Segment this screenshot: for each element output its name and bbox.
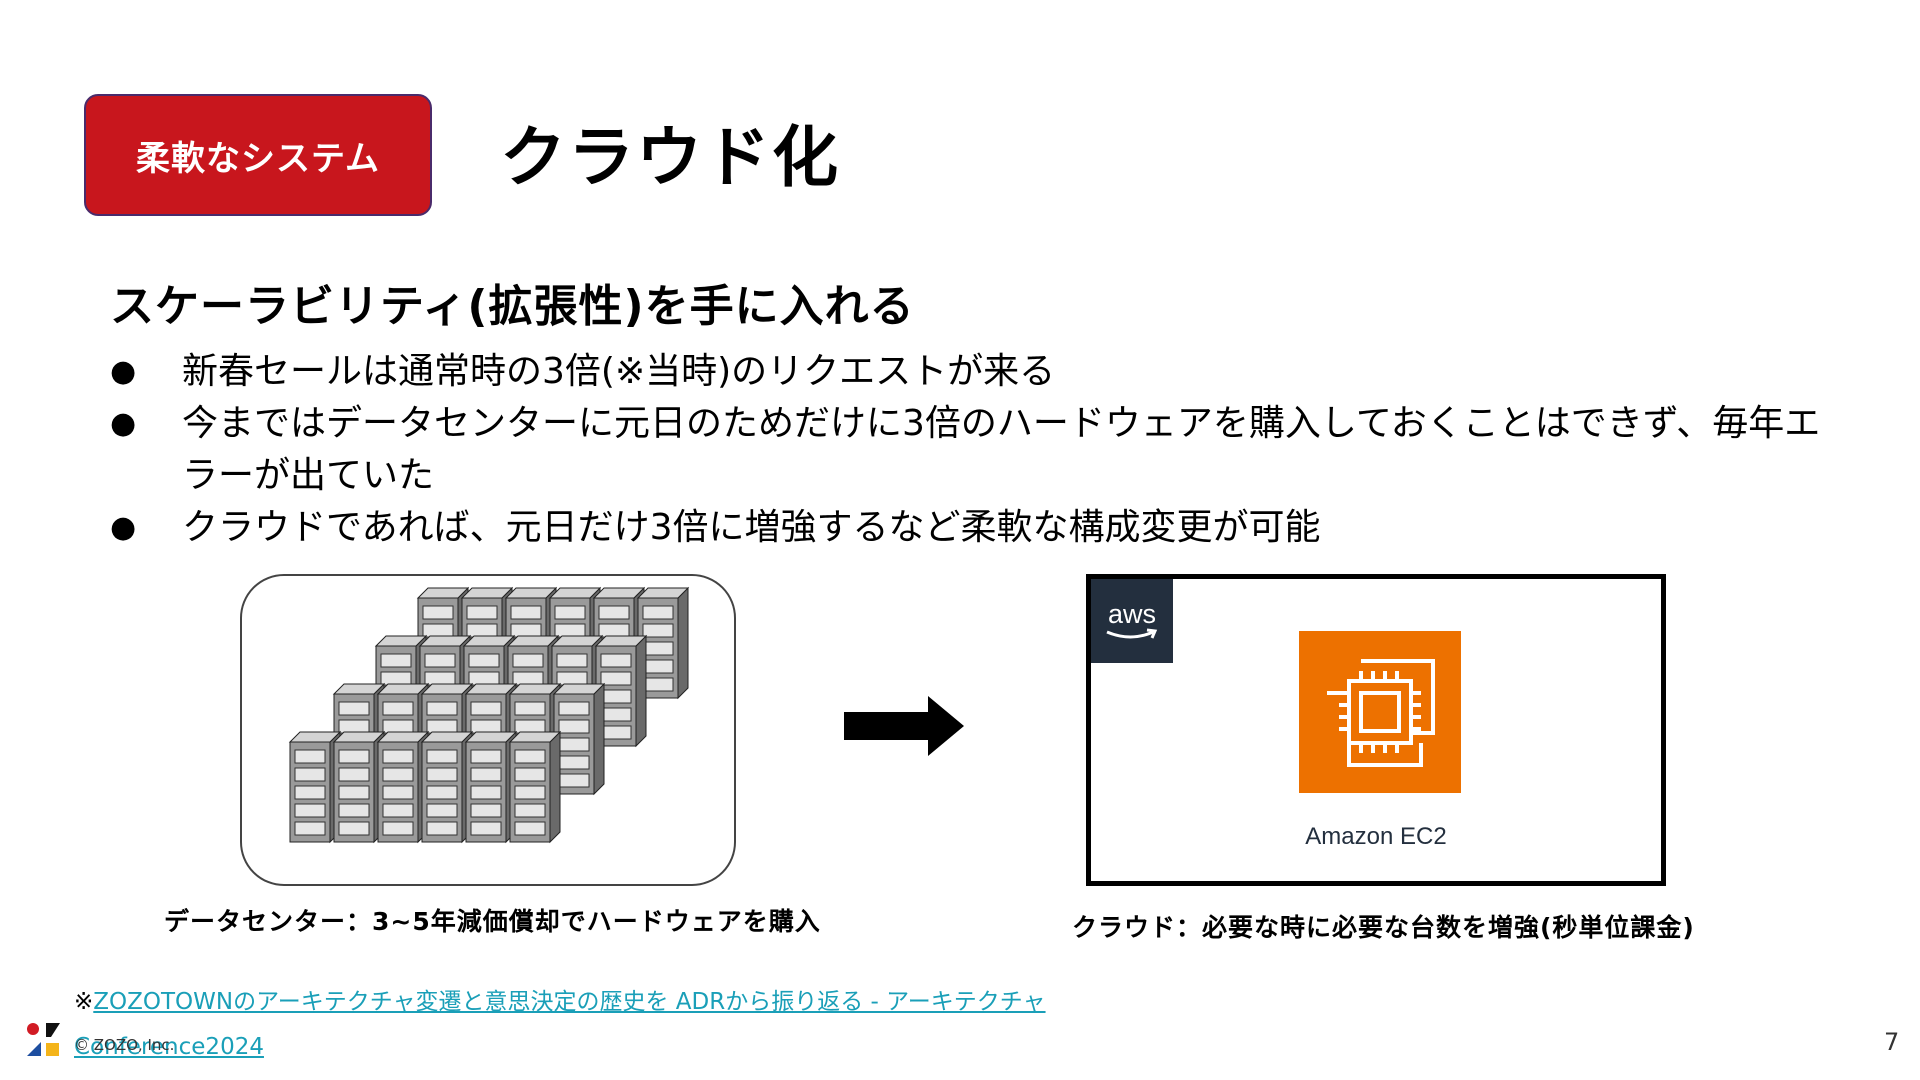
section-badge-label: 柔軟なシステム bbox=[136, 138, 380, 179]
bullet-text: クラウドであれば、元日だけ3倍に増強するなど柔軟な構成変更が可能 bbox=[182, 507, 1321, 548]
footnote-prefix: ※ bbox=[74, 989, 94, 1015]
aws-smile-icon bbox=[1106, 628, 1158, 639]
ec2-chip-icon bbox=[1299, 631, 1461, 793]
bullet-item: ● クラウドであれば、元日だけ3倍に増強するなど柔軟な構成変更が可能 bbox=[110, 502, 1830, 554]
section-badge: 柔軟なシステム bbox=[84, 94, 432, 216]
server-racks-icon bbox=[288, 586, 690, 844]
bullet-marker: ● bbox=[110, 354, 137, 389]
bullet-list: ● 新春セールは通常時の3倍(※当時)のリクエストが来る ● 今まではデータセン… bbox=[110, 346, 1830, 554]
bullet-item: ● 今まではデータセンターに元日のためだけに3倍のハードウェアを購入しておくこと… bbox=[110, 398, 1830, 502]
page-number: 7 bbox=[1884, 1028, 1900, 1056]
bullet-marker: ● bbox=[110, 406, 137, 441]
page-title: クラウド化 bbox=[500, 119, 840, 196]
page-subtitle: スケーラビリティ(拡張性)を手に入れる bbox=[110, 281, 915, 332]
datacenter-illustration bbox=[240, 574, 736, 886]
aws-logo-text: aws bbox=[1107, 599, 1156, 629]
zozo-logo-icon bbox=[27, 1023, 60, 1056]
bullet-marker: ● bbox=[110, 510, 137, 545]
cloud-illustration: aws Amazon EC2 bbox=[1086, 574, 1666, 886]
aws-logo-icon: aws bbox=[1091, 579, 1173, 663]
footnote-link[interactable]: ZOZOTOWNのアーキテクチャ変遷と意思決定の歴史を ADRから振り返る - … bbox=[74, 989, 1046, 1060]
bullet-text: 今まではデータセンターに元日のためだけに3倍のハードウェアを購入しておくことはで… bbox=[182, 403, 1821, 496]
bullet-item: ● 新春セールは通常時の3倍(※当時)のリクエストが来る bbox=[110, 346, 1830, 398]
cloud-caption: クラウド：必要な時に必要な台数を増強(秒単位課金) bbox=[1072, 913, 1695, 942]
copyright: © ZOZO, Inc. bbox=[74, 1036, 175, 1054]
right-arrow-icon bbox=[844, 696, 964, 756]
datacenter-caption: データセンター：3~5年減価償却でハードウェアを購入 bbox=[164, 907, 821, 936]
bullet-text: 新春セールは通常時の3倍(※当時)のリクエストが来る bbox=[182, 351, 1056, 392]
ec2-label: Amazon EC2 bbox=[1305, 823, 1447, 850]
footnote: ※ZOZOTOWNのアーキテクチャ変遷と意思決定の歴史を ADRから振り返る -… bbox=[74, 980, 1134, 1070]
